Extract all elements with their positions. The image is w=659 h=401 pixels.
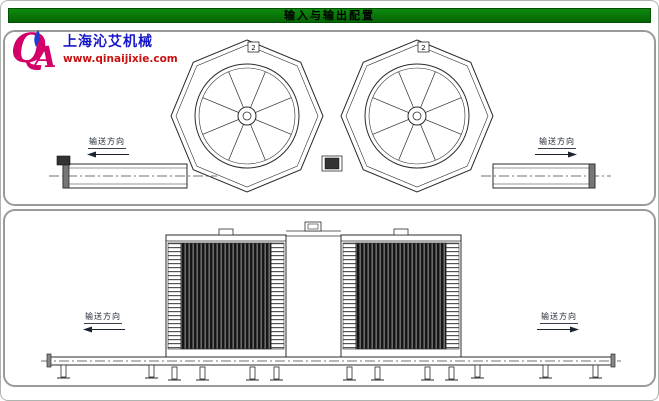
direction-label-text: 输送方向	[540, 312, 578, 324]
spiral-tower-elevation-left	[165, 228, 287, 381]
logo-flame-icon	[34, 30, 40, 47]
logo-url[interactable]: www.qinaijixie.com	[63, 53, 178, 66]
spiral-tower-plan-left	[170, 39, 324, 193]
direction-arrow-right-icon	[535, 151, 577, 158]
outfeed-conveyor-plan	[481, 163, 611, 189]
direction-label-top-right: 输送方向	[535, 137, 579, 159]
transfer-bridge-elevation	[286, 221, 341, 237]
front-view-drawing	[41, 221, 621, 381]
company-logo: Q A 上海沁艾机械 www.qinaijixie.com	[11, 29, 178, 78]
top-view-drawing: 2 2	[49, 39, 611, 193]
page-title: 输入与输出配置	[284, 9, 375, 22]
top-view-panel: Q A 上海沁艾机械 www.qinaijixie.com	[3, 29, 656, 206]
spiral-tower-plan-right	[340, 39, 494, 193]
detail-tag-left: 2	[251, 44, 255, 52]
detail-tag-right: 2	[421, 44, 425, 52]
title-bar: 输入与输出配置	[8, 8, 651, 23]
logo-company-name: 上海沁艾机械	[63, 34, 153, 50]
logo-qa-mark: Q A	[11, 29, 61, 78]
direction-label-bottom-right: 输送方向	[537, 312, 581, 334]
floor-conveyor-elevation	[41, 353, 621, 379]
direction-arrow-left-icon	[83, 326, 125, 333]
direction-label-text: 输送方向	[84, 312, 122, 324]
transfer-unit-plan	[321, 155, 343, 172]
direction-label-top-left: 输送方向	[85, 137, 129, 159]
spiral-tower-elevation-right	[340, 228, 462, 381]
direction-arrow-left-icon	[87, 151, 129, 158]
logo-letter-q: Q	[11, 25, 46, 72]
logo-letter-a: A	[34, 40, 57, 74]
direction-label-text: 输送方向	[88, 137, 126, 149]
infeed-conveyor-plan	[49, 155, 217, 189]
front-view-panel: 输送方向 输送方向	[3, 209, 656, 387]
direction-label-bottom-left: 输送方向	[81, 312, 125, 334]
direction-label-text: 输送方向	[538, 137, 576, 149]
direction-arrow-right-icon	[537, 326, 579, 333]
logo-text-block: 上海沁艾机械 www.qinaijixie.com	[63, 34, 178, 65]
